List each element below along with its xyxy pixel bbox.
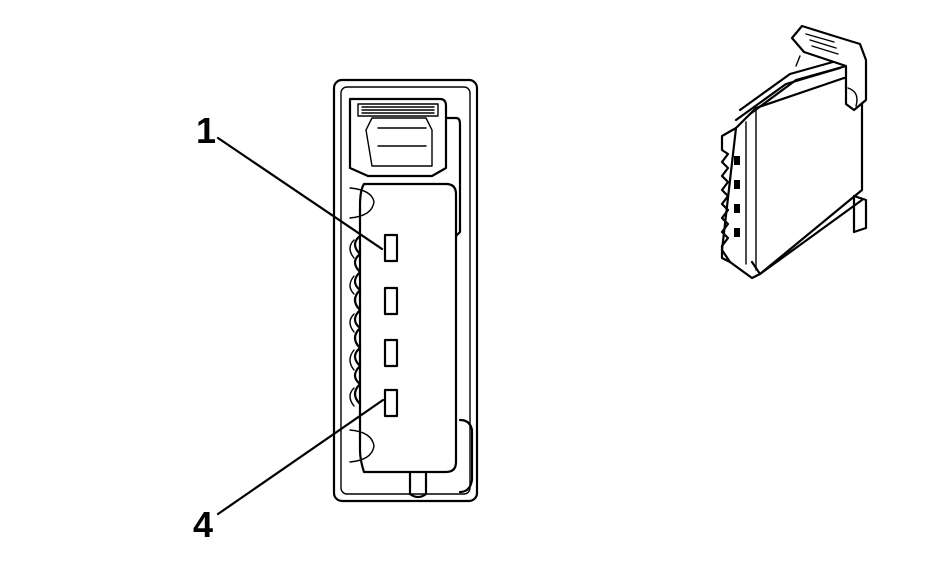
lower-notch: [349, 429, 375, 463]
connector-iso-view: [720, 24, 868, 280]
callout-label-4: 4: [193, 504, 214, 545]
iso-latch: [790, 24, 868, 112]
bottom-right-tab: [458, 418, 474, 494]
leader-line-1: [216, 136, 384, 251]
iso-lock-tab: [852, 194, 868, 234]
outer-housing-inner-edge: [340, 86, 471, 495]
callout-label-1: 1: [196, 110, 217, 151]
iso-cavity-3: [734, 204, 740, 213]
top-latch: [348, 97, 448, 178]
cavity-3: [383, 338, 399, 368]
iso-cavity-1: [734, 156, 740, 165]
connector-body: [358, 182, 458, 474]
iso-ridge-1: [738, 58, 842, 112]
bottom-key: [408, 470, 428, 499]
right-rail: [444, 116, 462, 238]
iso-cavity-2: [734, 180, 740, 189]
iso-body: [720, 76, 864, 280]
connector-face-view: [332, 78, 479, 503]
top-latch-ribs: [357, 103, 439, 117]
outer-housing: [332, 78, 479, 503]
cavity-4: [383, 388, 399, 418]
iso-cavity-4: [734, 228, 740, 237]
upper-notch: [349, 187, 375, 219]
cavity-2: [383, 286, 399, 316]
terminal-ribs: [353, 234, 362, 406]
cavity-1: [383, 233, 399, 263]
iso-teeth: [720, 126, 738, 264]
leader-line-4: [216, 398, 385, 516]
